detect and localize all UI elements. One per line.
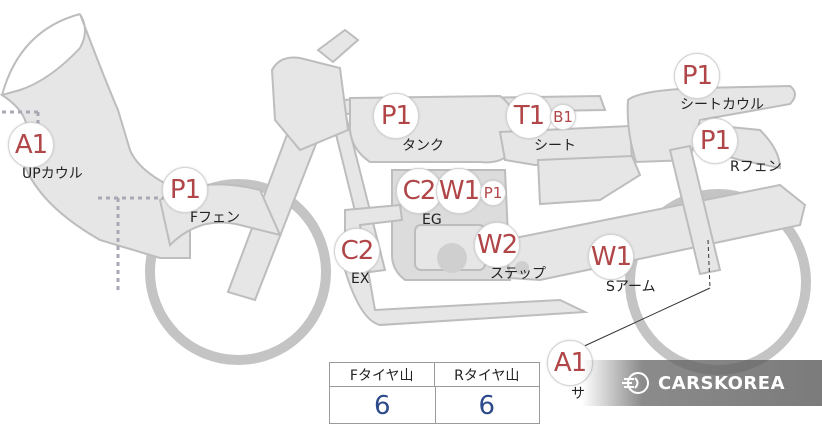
label-seat: シート [534, 138, 576, 154]
rear-tread-header: Rタイヤ山 [434, 363, 539, 387]
tire-tread-table: Fタイヤ山 Rタイヤ山 6 6 [329, 362, 540, 424]
tag-swingarm: W1 [588, 234, 634, 280]
label-exhaust: EX [351, 271, 370, 287]
label-f-fender: Fフェン [190, 210, 241, 226]
tag-step: W2 [474, 222, 520, 268]
label-engine: EG [422, 212, 442, 228]
seat-cowl [626, 84, 796, 164]
tag-seat-cowl: P1 [674, 53, 720, 99]
upper-cowl [0, 13, 191, 259]
tag-tank: P1 [373, 93, 419, 139]
front-tread-header: Fタイヤ山 [330, 363, 435, 387]
label-seat-cowl: シートカウル [680, 97, 764, 113]
label-up-cowl: UPカウル [22, 166, 83, 182]
carskorea-logo-icon [622, 372, 649, 394]
tag-seat: T1 [506, 93, 552, 139]
tag-r-fender: P1 [692, 118, 738, 164]
tag-engine-sub: P1 [480, 180, 506, 206]
front-panel [270, 56, 350, 152]
rear-tread-value: 6 [478, 390, 496, 421]
watermark-text: CARSKOREA [658, 372, 785, 394]
rear-shock [668, 144, 722, 276]
tag-engine-2: W1 [436, 168, 482, 214]
watermark: CARSKOREA [582, 360, 822, 406]
label-step: ステップ [490, 266, 546, 282]
front-tread-value: 6 [330, 387, 436, 424]
handlebar [316, 28, 360, 64]
side-cover [536, 154, 642, 206]
label-swingarm: Sアーム [606, 279, 656, 295]
tag-exhaust: C2 [334, 228, 380, 274]
swing-arm [503, 183, 807, 282]
tag-up-cowl: A1 [8, 122, 54, 168]
label-r-fender: Rフェン [730, 159, 782, 175]
tag-seat-sub: B1 [550, 104, 576, 130]
label-tank: タンク [402, 138, 444, 154]
label-side: サ [571, 386, 585, 402]
tag-f-fender: P1 [162, 167, 208, 213]
